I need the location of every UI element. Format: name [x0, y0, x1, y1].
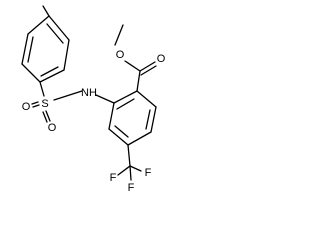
chemical-structure: O O NH S O O F F F	[21, 5, 166, 194]
atom-labels: O O NH S O O F F F	[22, 49, 166, 194]
bonds	[21, 5, 157, 181]
bond-tolyl-1	[48, 15, 70, 41]
bond-ring-1	[113, 90, 138, 104]
bond-tolyl-1-inner	[46, 23, 64, 44]
bond-ring-1-inner	[116, 98, 135, 110]
atom-sulfur: S	[41, 98, 48, 110]
bond-ring-6	[108, 102, 115, 130]
bond-c-o-single	[124, 60, 141, 72]
bond-ring-3	[150, 106, 157, 133]
atom-f-bottom: F	[128, 182, 135, 194]
bond-tolyl-3-inner	[40, 66, 59, 77]
bond-s-o-left-a	[31, 101, 39, 105]
bond-ring-5	[108, 128, 129, 146]
bond-ring-3-inner	[145, 109, 151, 130]
bond-c-o-double-b	[140, 65, 157, 76]
atom-o-ester-ether: O	[116, 49, 125, 61]
bond-s-o-bottom-a	[45, 110, 51, 122]
atom-f-left: F	[110, 172, 117, 184]
atom-nh: NH	[81, 87, 97, 99]
bond-methyl	[42, 5, 50, 17]
bond-tolyl-5-inner	[27, 36, 34, 63]
bond-tolyl-2	[63, 39, 70, 71]
bond-tolyl-4	[21, 63, 41, 83]
bond-s-nh	[53, 90, 83, 101]
bond-tolyl-5	[21, 33, 29, 65]
bond-aryl-sulfur	[39, 81, 45, 97]
bond-tolyl-3	[39, 69, 65, 83]
atom-o-sulfonyl-left: O	[22, 101, 31, 113]
bond-o-methyl	[114, 24, 124, 46]
atom-o-sulfonyl-right: O	[48, 122, 57, 134]
atom-o-carbonyl: O	[157, 53, 166, 65]
bond-ring-4	[127, 131, 152, 146]
bond-c-o-double-a	[139, 61, 156, 72]
bond-nh-ring	[95, 94, 115, 104]
bond-s-o-bottom-b	[42, 111, 48, 123]
atom-f-right: F	[145, 167, 152, 179]
bond-ring-cf3	[127, 144, 131, 167]
bond-ring-5-inner	[114, 125, 129, 138]
bond-c-f-right	[129, 165, 142, 172]
bond-ring-2	[136, 90, 157, 108]
bond-ring-carbonyl	[136, 70, 141, 92]
bond-c-f-bottom	[129, 165, 132, 181]
bond-tolyl-6	[27, 15, 50, 35]
bond-c-f-left	[117, 165, 131, 176]
bond-s-o-left-b	[32, 104, 40, 108]
